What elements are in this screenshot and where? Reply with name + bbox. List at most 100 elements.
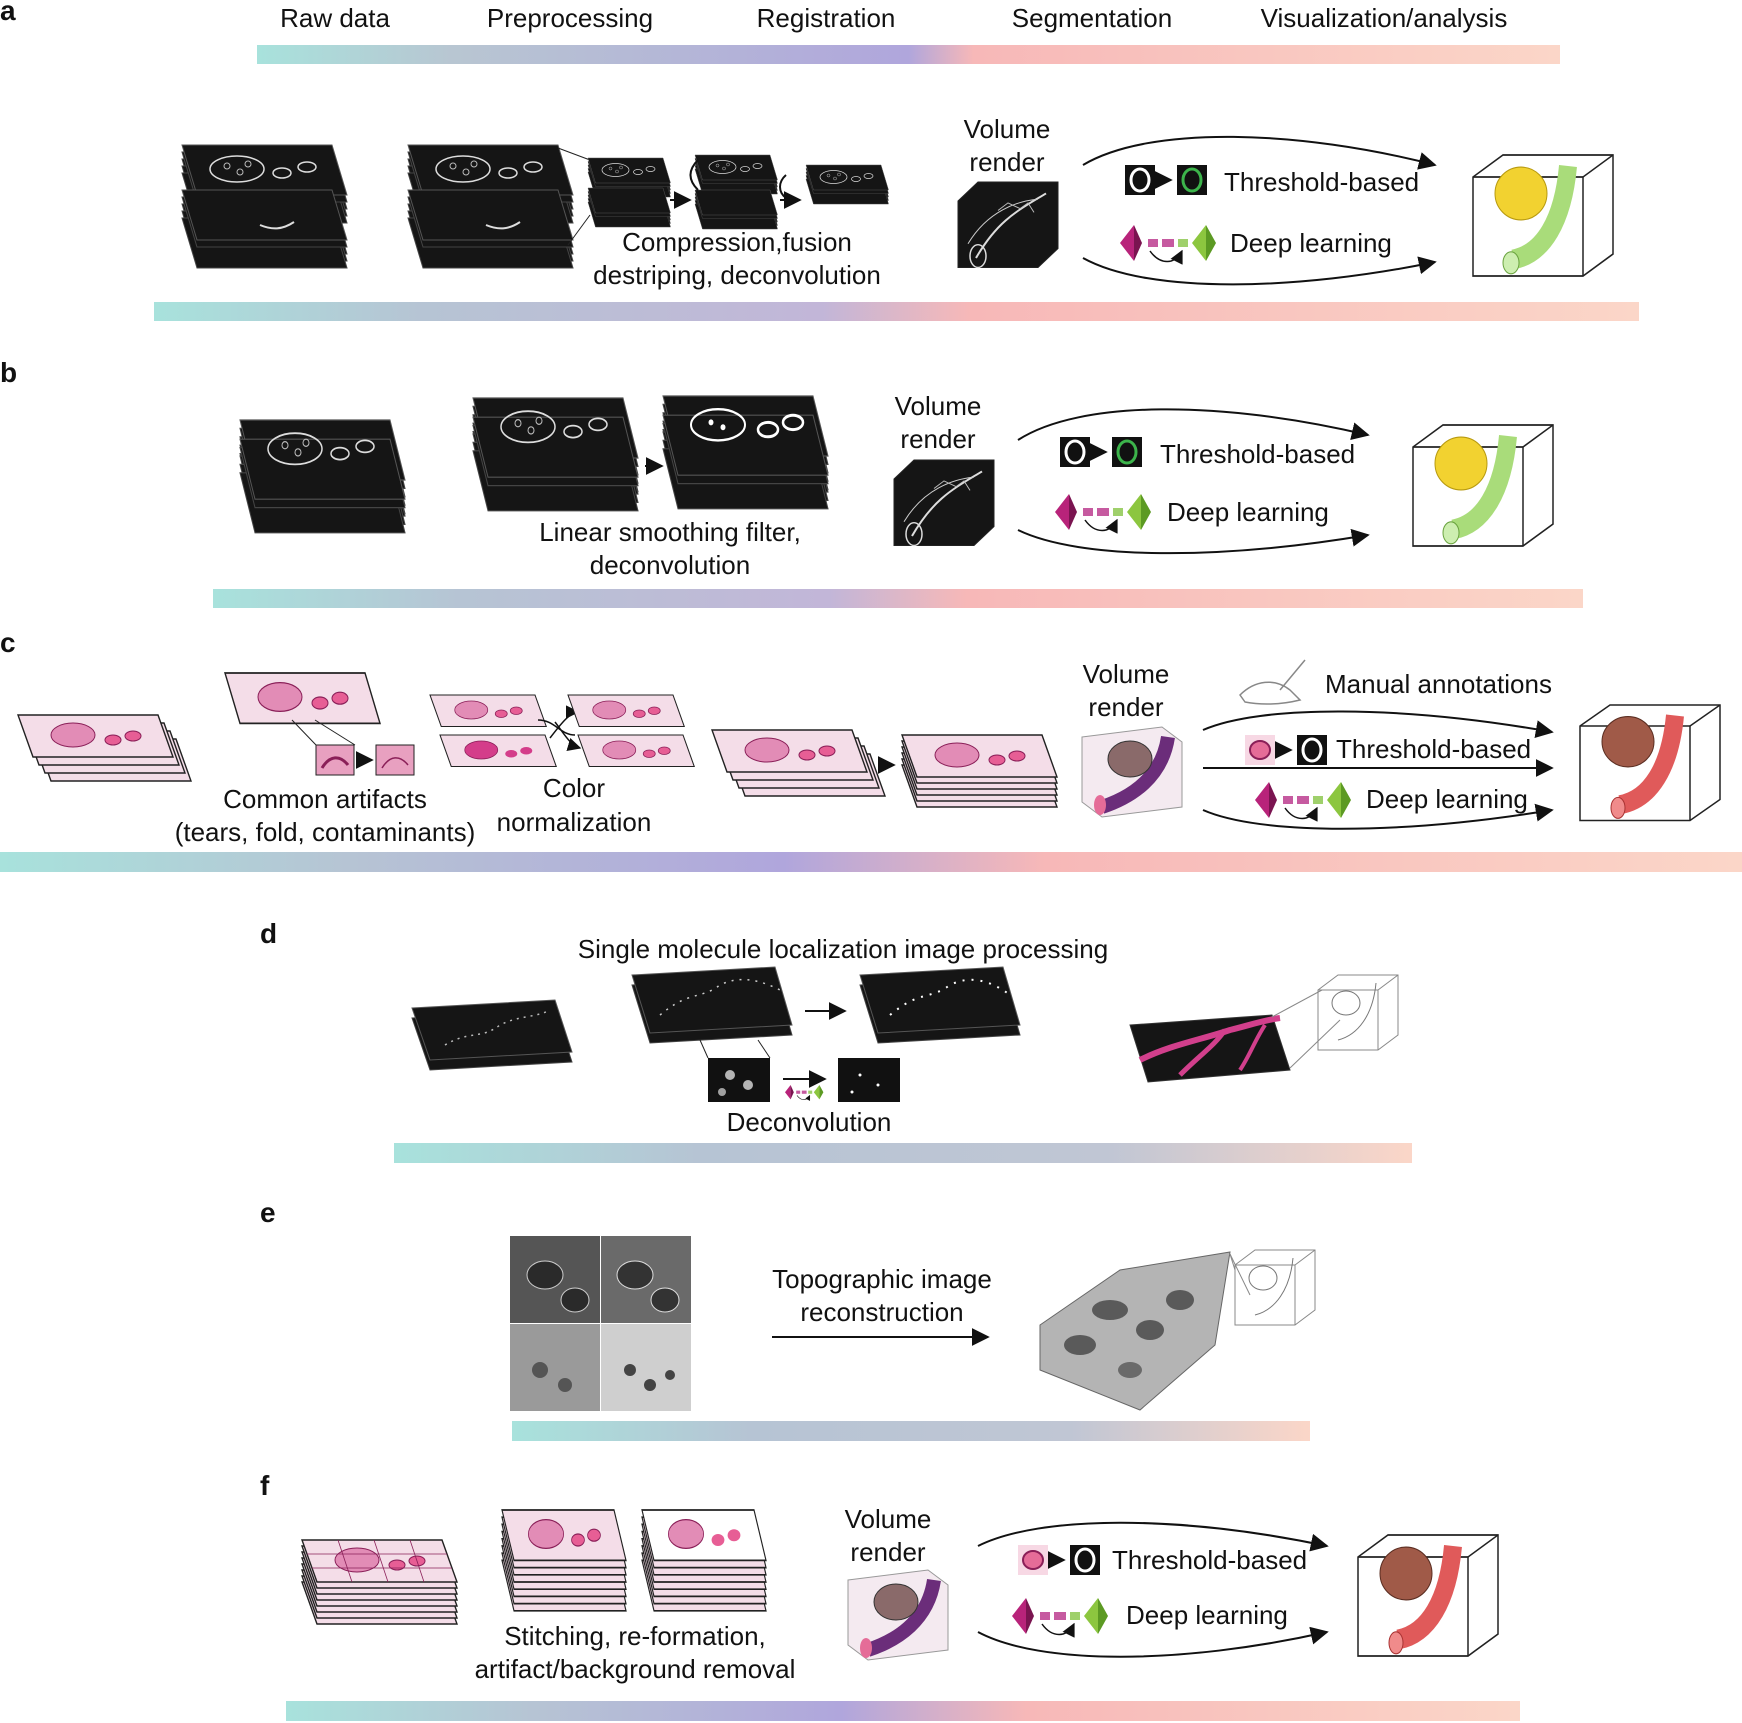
panel-b: Linear smoothing filter, deconvolution V… (239, 391, 1553, 580)
caption-c-artifacts-2: (tears, fold, contaminants) (175, 817, 476, 847)
result-box-c (1580, 705, 1720, 821)
threshold-icon-a (1125, 165, 1207, 195)
caption-d-title: Single molecule localization image proce… (578, 934, 1108, 964)
stitched-stack-f-1 (501, 1509, 627, 1612)
deep-learning-label-c: Deep learning (1366, 784, 1528, 814)
caption-f-2: artifact/background removal (475, 1654, 796, 1684)
smlm-render-d (1129, 989, 1341, 1083)
caption-a-2: destriping, deconvolution (593, 260, 881, 290)
panel-letter-b: b (0, 357, 17, 388)
panel-c: Common artifacts (tears, fold, contamina… (17, 659, 1720, 847)
caption-f-1: Stitching, re-formation, (504, 1621, 766, 1651)
artifact-zoom-c (291, 719, 415, 776)
prep-stack-b-1 (472, 397, 639, 512)
deep-learning-label-b: Deep learning (1167, 497, 1329, 527)
raw-tiles-f (301, 1539, 458, 1625)
threshold-label-c: Threshold-based (1336, 734, 1531, 764)
smlm-frame-d-1 (631, 966, 793, 1044)
deep-learning-icon-c (1255, 782, 1351, 819)
panel-letter-a: a (0, 0, 16, 26)
smlm-frame-d-2 (859, 966, 1021, 1044)
small-stack-a-2 (694, 154, 778, 195)
bar-panel-a (154, 302, 1639, 321)
panel-d: Single molecule localization image proce… (411, 934, 1399, 1137)
raw-slides-c (17, 714, 192, 782)
threshold-label-a: Threshold-based (1224, 167, 1419, 197)
volume-label-a-1: Volume (964, 114, 1051, 144)
stage-labels: Raw data Preprocessing Registration Segm… (280, 3, 1507, 33)
aligned-stack-c (901, 734, 1058, 808)
stitched-stack-f-2 (641, 1509, 767, 1612)
volume-label-b-2: render (900, 424, 975, 454)
panel-a: Compression,fusion destriping, deconvolu… (181, 114, 1613, 290)
volume-label-b-1: Volume (895, 391, 982, 421)
sem-tiles-e (510, 1236, 691, 1411)
manual-annotations-label: Manual annotations (1325, 669, 1552, 699)
context-box-e (1234, 1249, 1316, 1326)
raw-stack-b (239, 419, 406, 534)
caption-c-color-1: Color (543, 773, 605, 803)
stage-gradient-bar (257, 45, 1560, 64)
threshold-icon-b (1060, 437, 1142, 467)
stage-visualization: Visualization/analysis (1261, 3, 1508, 33)
panel-letter-d: d (260, 918, 277, 949)
stage-raw-data: Raw data (280, 3, 390, 33)
deep-learning-icon-a (1120, 225, 1216, 262)
caption-b-2: deconvolution (590, 550, 750, 580)
bar-panel-f (286, 1701, 1520, 1721)
volume-label-f-1: Volume (845, 1504, 932, 1534)
deep-learning-icon-f (1012, 1598, 1108, 1635)
volume-label-c-2: render (1088, 692, 1163, 722)
threshold-icon-c (1245, 735, 1327, 765)
deep-learning-icon-b (1055, 494, 1151, 531)
prep-stack-a-bottom (407, 189, 574, 269)
stage-registration: Registration (757, 3, 896, 33)
result-box-b (1413, 425, 1553, 546)
caption-e-1: Topographic image (772, 1264, 992, 1294)
result-box-f (1358, 1535, 1498, 1656)
prep-stack-b-2 (662, 395, 829, 510)
context-box-d (1317, 974, 1399, 1051)
panel-letter-f: f (260, 1470, 270, 1501)
volume-render-c (1082, 727, 1182, 817)
color-norm-slides-c (429, 694, 695, 768)
small-stack-a-2b (694, 189, 778, 230)
caption-c-artifacts-1: Common artifacts (223, 784, 427, 814)
registered-slides-c (711, 729, 886, 797)
threshold-icon-f (1018, 1545, 1100, 1575)
volume-render-a (957, 181, 1059, 269)
caption-c-color-2: normalization (497, 807, 652, 837)
bar-panel-b (213, 589, 1583, 608)
topographic-surface-e (1039, 1251, 1251, 1411)
deep-learning-label-f: Deep learning (1126, 1600, 1288, 1630)
deconv-zoom-d (699, 1039, 900, 1102)
small-stack-a-3 (805, 164, 889, 205)
panel-e: Topographic image reconstruction (510, 1236, 1316, 1411)
volume-label-f-2: render (850, 1537, 925, 1567)
stage-segmentation: Segmentation (1012, 3, 1172, 33)
raw-stack-a-bottom (181, 189, 348, 269)
raw-smlm-d (411, 999, 573, 1071)
artifact-slide-c (224, 672, 381, 725)
caption-b-1: Linear smoothing filter, (539, 517, 801, 547)
threshold-label-b: Threshold-based (1160, 439, 1355, 469)
volume-render-f (848, 1570, 948, 1660)
stage-preprocessing: Preprocessing (487, 3, 653, 33)
volume-label-a-2: render (969, 147, 1044, 177)
caption-a-1: Compression,fusion (622, 227, 852, 257)
bar-panel-e (512, 1421, 1310, 1441)
result-box-a (1473, 155, 1613, 276)
bar-panel-d (394, 1143, 1412, 1163)
caption-d-deconv: Deconvolution (727, 1107, 892, 1137)
threshold-label-f: Threshold-based (1112, 1545, 1307, 1575)
panel-letter-c: c (0, 627, 16, 658)
panel-f: Stitching, re-formation, artifact/backgr… (301, 1504, 1498, 1684)
deep-learning-label-a: Deep learning (1230, 228, 1392, 258)
hand-icon-c (1239, 659, 1306, 705)
volume-label-c-1: Volume (1083, 659, 1170, 689)
bar-panel-c (0, 852, 1742, 872)
volume-render-b (893, 459, 995, 547)
caption-e-2: reconstruction (800, 1297, 963, 1327)
small-stack-a-1b (587, 187, 671, 228)
